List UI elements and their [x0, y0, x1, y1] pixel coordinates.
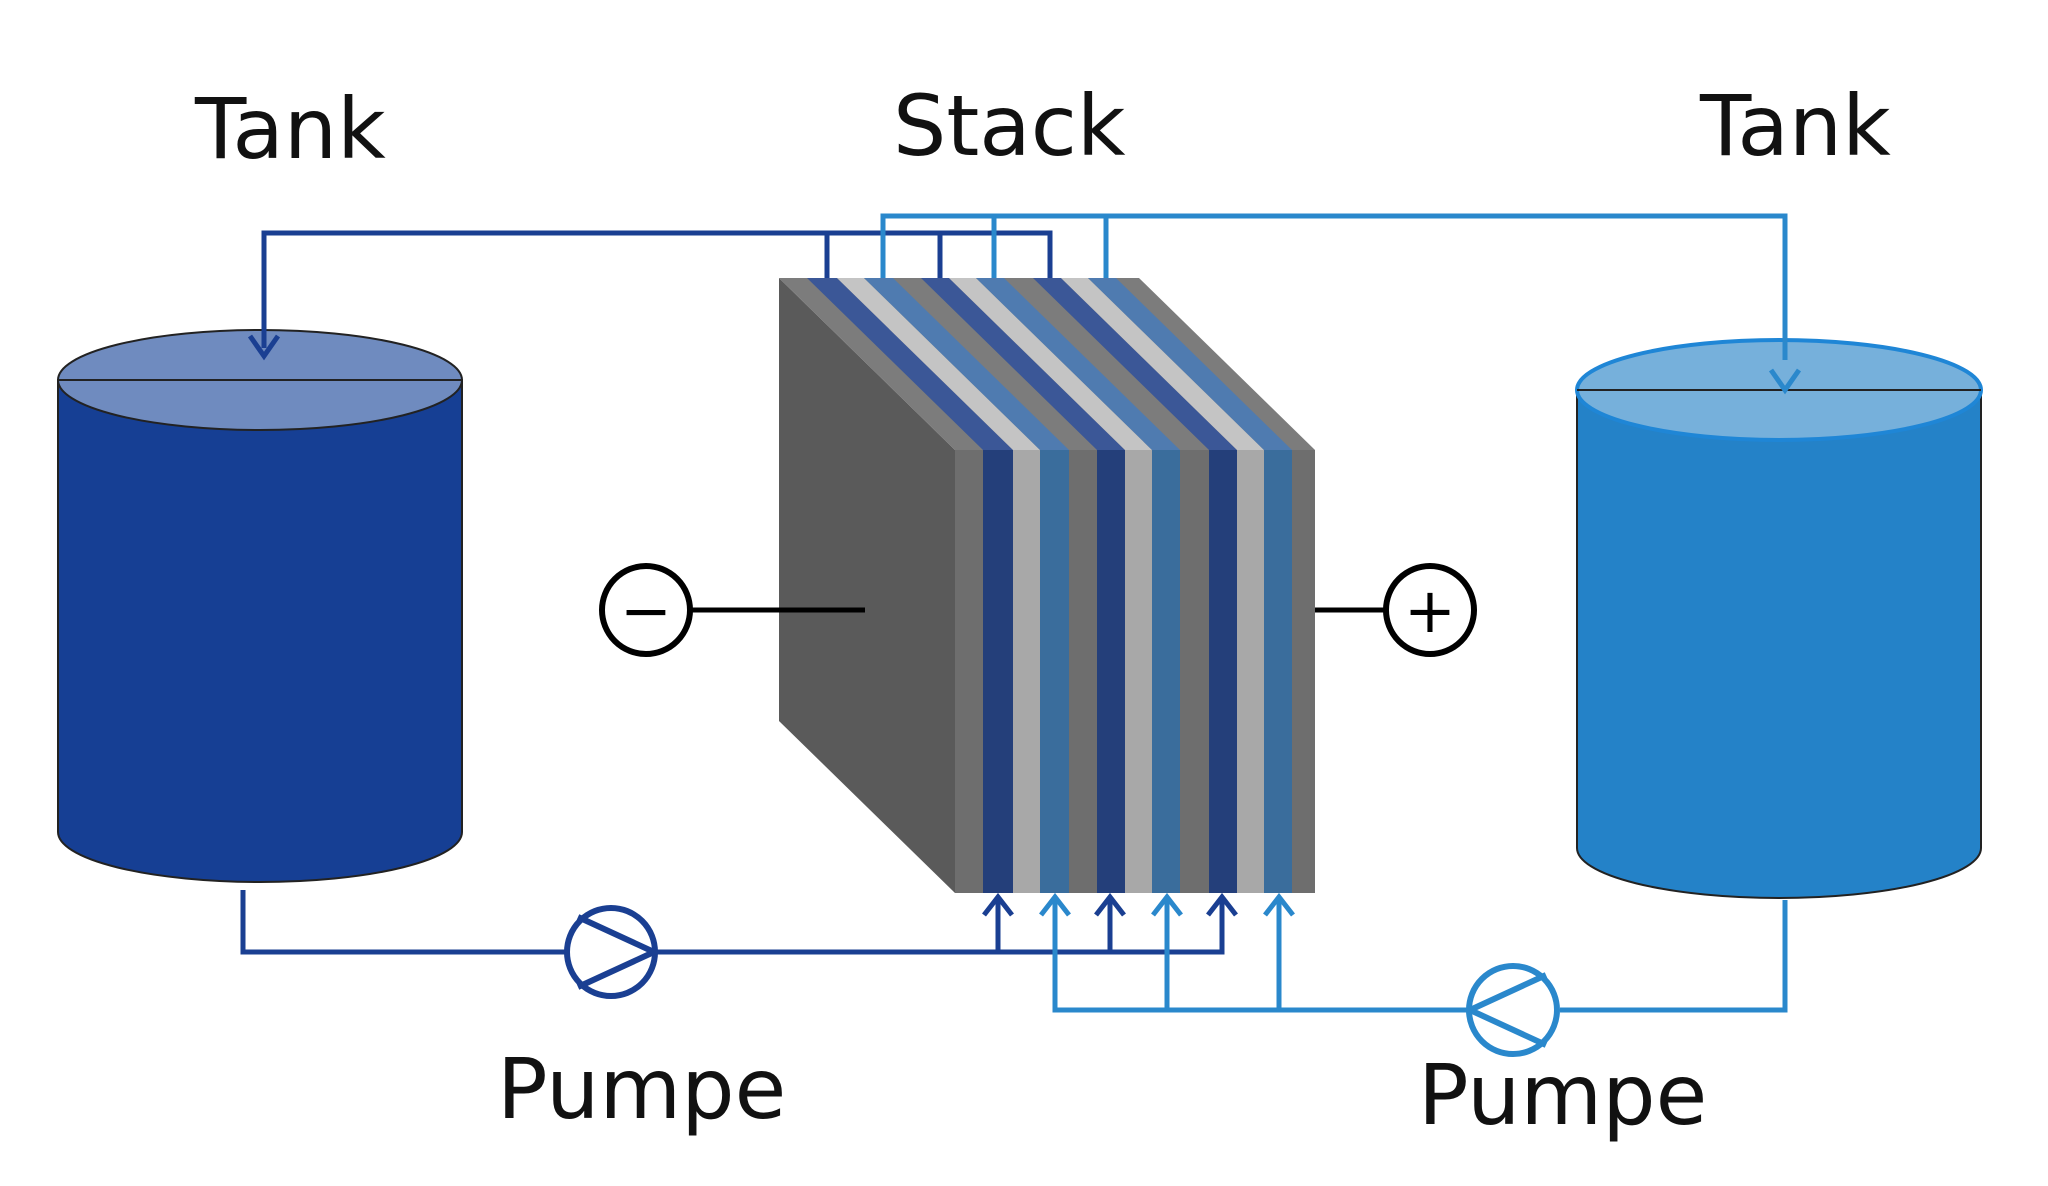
stack-front-stripe: [1264, 450, 1292, 893]
arrow-down-icon: [247, 334, 281, 361]
tank-left-label: Tank: [194, 80, 386, 178]
stack-top-stripe: [1061, 278, 1264, 450]
left-supply-pipe-after-pump: [657, 900, 1225, 955]
arrow-up-icon: [982, 892, 1014, 917]
stack-top-stripe: [807, 278, 1013, 450]
positive-terminal: +: [1315, 563, 1477, 657]
plus-circle: [1383, 563, 1477, 657]
tank-left: [57, 329, 463, 883]
tank-left-body: [57, 379, 463, 883]
tank-right-body: [1576, 389, 1982, 899]
pump-right-icon: [1462, 963, 1560, 1057]
pump-right-triangle: [1462, 972, 1548, 1048]
stack-label: Stack: [893, 77, 1126, 175]
left-supply-pipe: [240, 890, 565, 955]
arrow-up-icon: [1263, 892, 1295, 917]
stack-side-face: [779, 278, 955, 893]
plus-sign: +: [1404, 574, 1456, 647]
stack-top-stripe: [949, 278, 1152, 450]
stack-front-stripe: [1152, 450, 1180, 893]
stack-top-stripe: [1088, 278, 1292, 450]
left-circuit-pipes: [240, 230, 1225, 955]
right-circuit-pipes: [880, 213, 1788, 1013]
stack-top-stripe: [1033, 278, 1237, 450]
right-supply-pipe: [1560, 900, 1788, 1013]
right-return-pipe: [880, 213, 1788, 360]
stack-front-stripe: [1040, 450, 1069, 893]
stack-front-stripe: [1209, 450, 1237, 893]
stack-front-stripe: [1097, 450, 1125, 893]
left-return-pipe: [261, 230, 1053, 348]
stack-front-stripe: [1237, 450, 1264, 893]
minus-circle: [599, 563, 693, 657]
arrow-up-icon: [1039, 892, 1071, 917]
stack-top-stripe: [921, 278, 1125, 450]
stack-front-stripe: [1125, 450, 1152, 893]
arrow-up-icon: [1151, 892, 1183, 917]
pump-left-triangle: [576, 914, 662, 990]
pump-left-icon: [564, 905, 662, 999]
right-supply-pipe-after-pump: [1052, 900, 1467, 1013]
stack-top-stripe: [976, 278, 1180, 450]
stack-front-stripe: [1013, 450, 1040, 893]
left-circuit-arrows: [247, 334, 1238, 917]
pump-left-label: Pumpe: [497, 1040, 786, 1138]
stack-top-stripe: [864, 278, 1069, 450]
right-circuit-arrows: [1039, 368, 1802, 917]
arrow-up-icon: [1206, 892, 1238, 917]
tank-right-label: Tank: [1699, 77, 1891, 175]
pump-right-label: Pumpe: [1418, 1046, 1707, 1144]
arrow-down-icon: [1768, 368, 1802, 395]
arrow-up-icon: [1094, 892, 1126, 917]
stack-top-stripe: [837, 278, 1040, 450]
tank-right: [1575, 338, 1983, 899]
negative-terminal: −: [599, 563, 865, 657]
stack: [779, 278, 1315, 893]
minus-sign: −: [620, 574, 672, 647]
stack-front-stripe: [983, 450, 1013, 893]
